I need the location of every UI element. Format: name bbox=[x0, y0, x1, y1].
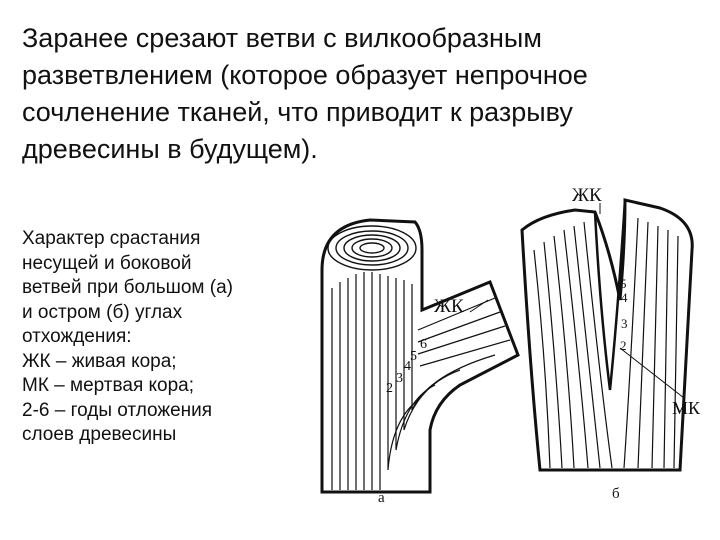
title-line: Заранее срезают ветви с вилкообразным bbox=[22, 23, 542, 53]
slide-title: Заранее срезают ветви с вилкообразным ра… bbox=[22, 20, 702, 168]
panel-a-bark-label: ЖК bbox=[434, 296, 464, 317]
panel-b-letter: б bbox=[612, 486, 620, 502]
panel-b-dead-bark-label: МК bbox=[672, 398, 701, 418]
panel-a-top-rings bbox=[327, 225, 417, 271]
caption-line: и остром (б) углах bbox=[22, 301, 183, 323]
caption-line: ветвей при большом (а) bbox=[22, 277, 233, 298]
ring-number: 5 bbox=[410, 349, 417, 364]
panel-a-leader bbox=[469, 299, 489, 313]
caption-line: ЖК – живая кора; bbox=[22, 350, 177, 372]
caption-line: МК – мертвая кора; bbox=[22, 375, 195, 396]
ring-number: 2 bbox=[386, 381, 393, 396]
caption-line: слоев древесины bbox=[22, 424, 177, 445]
ring-number: 4 bbox=[404, 359, 411, 374]
title-line: сочленение тканей, что приводит к разрыв… bbox=[22, 97, 573, 127]
title-line: древесины в будущем). bbox=[22, 134, 318, 164]
panel-a-drawing bbox=[320, 218, 520, 494]
caption-line: Характер срастания bbox=[22, 228, 201, 249]
ring-number: 4 bbox=[621, 290, 628, 305]
panel-b-live-bark-label: ЖК bbox=[572, 185, 602, 206]
panel-b-dead-bark-leader bbox=[619, 347, 685, 399]
panel-a-branch-fibres bbox=[417, 297, 511, 367]
ring-number: 2 bbox=[620, 338, 627, 353]
caption-line: несущей и боковой bbox=[22, 252, 192, 274]
figure-caption: Характер срастания несущей и боковой вет… bbox=[22, 227, 302, 448]
panel-a-trunk-outline bbox=[320, 218, 520, 494]
title-line: разветвлением (которое образует непрочно… bbox=[22, 60, 588, 90]
panel-a-letter: а bbox=[378, 490, 385, 506]
ring-number: 3 bbox=[621, 316, 628, 331]
panel-b-drawing bbox=[520, 198, 694, 472]
ring-number: 5 bbox=[620, 276, 627, 291]
panel-b-wood-fibres bbox=[533, 217, 679, 469]
caption-line: отхождения: bbox=[22, 326, 132, 347]
ring-number: 6 bbox=[420, 337, 427, 352]
branch-junction-illustration: ЖК 2 3 4 5 6 а ЖК МК 5 4 3 2 б bbox=[320, 185, 701, 506]
panel-b-fork-seam bbox=[593, 199, 627, 391]
caption-line: 2-6 – годы отложения bbox=[22, 399, 213, 421]
panel-a-wood-fibres bbox=[331, 272, 496, 490]
ring-number: 3 bbox=[396, 371, 403, 386]
